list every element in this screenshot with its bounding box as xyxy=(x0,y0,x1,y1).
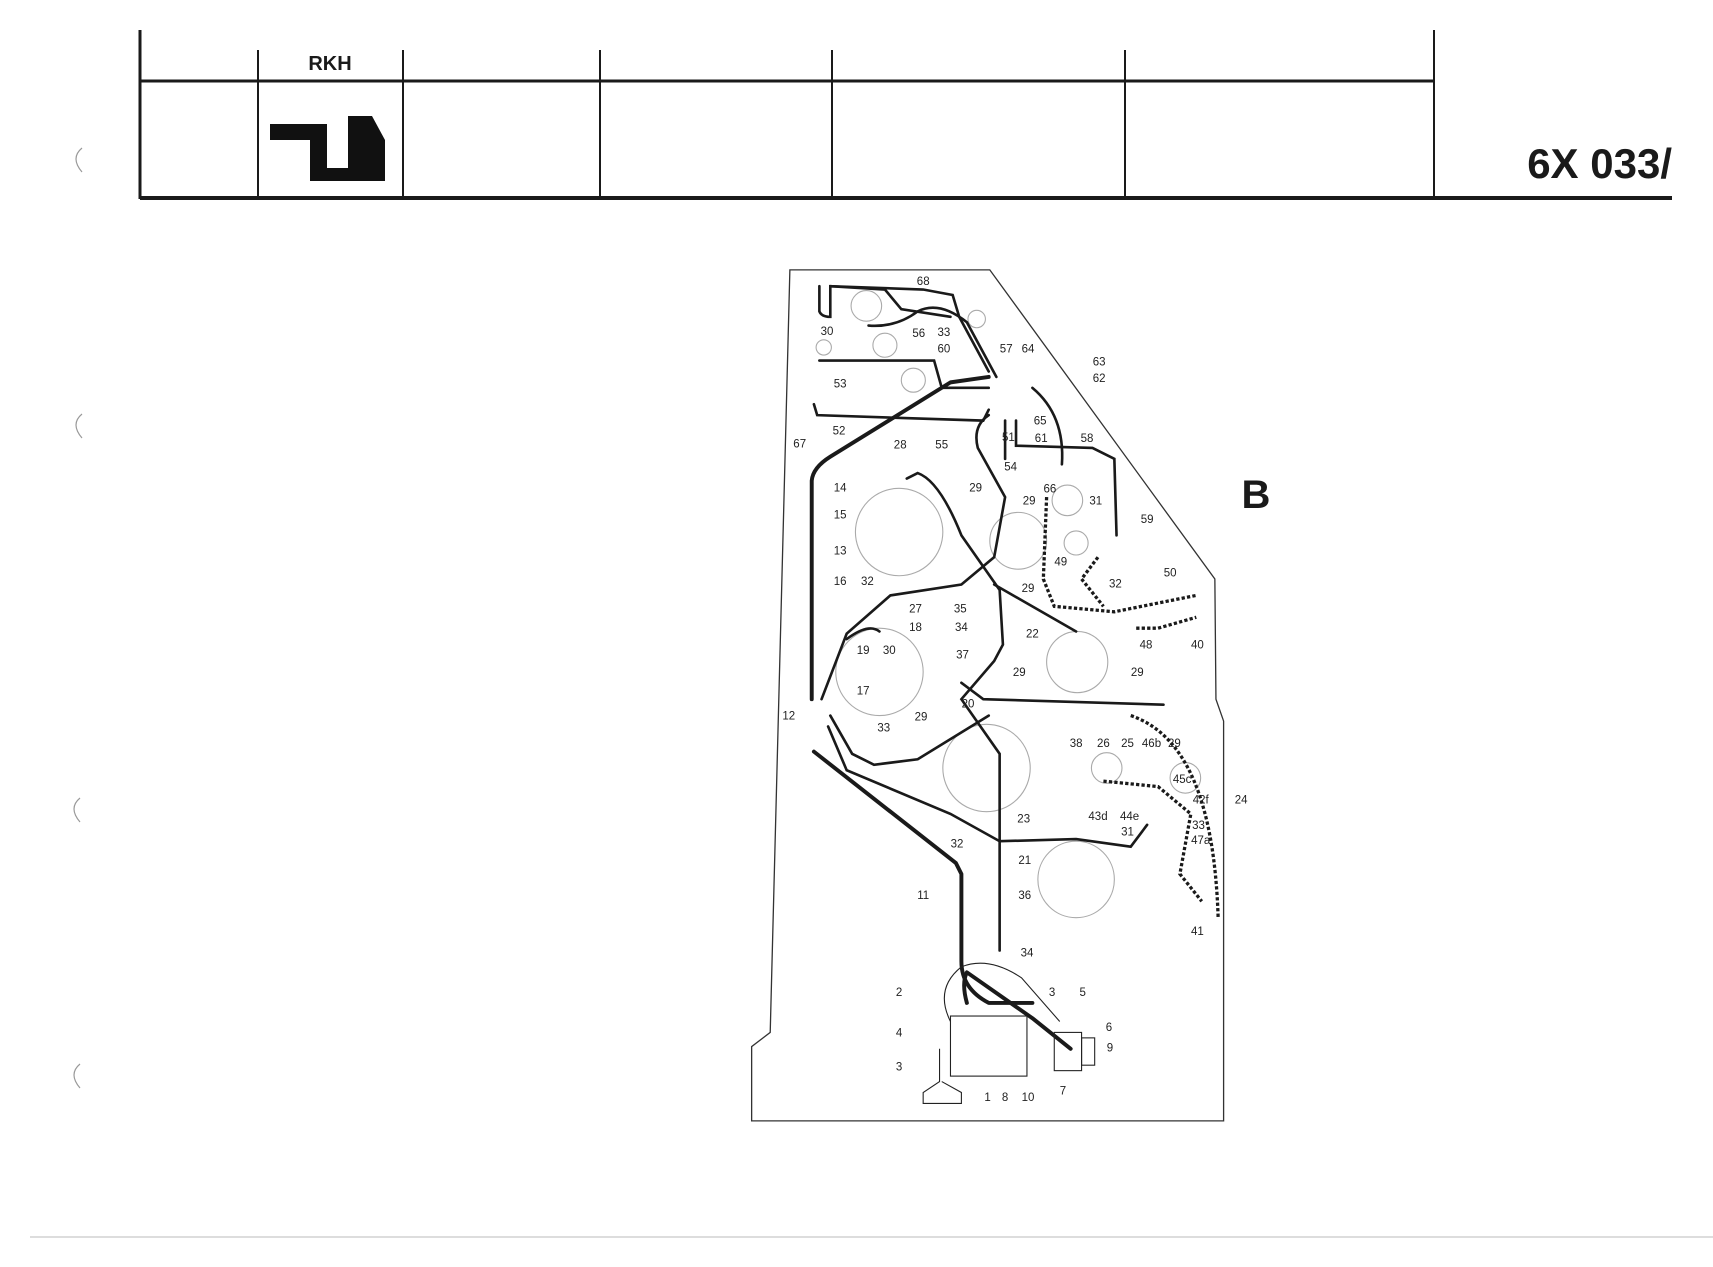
part-label: 47a xyxy=(1191,835,1211,847)
part-label: 51 xyxy=(1002,432,1015,444)
part-label: 37 xyxy=(956,649,969,661)
part-label: 65 xyxy=(1034,416,1047,428)
part-label: 14 xyxy=(834,482,847,494)
part-label: 15 xyxy=(834,510,847,522)
revision-code: RKH xyxy=(308,53,351,75)
part-label: 54 xyxy=(1004,462,1017,474)
part-label: 60 xyxy=(938,344,951,356)
part-label: 40 xyxy=(1191,640,1204,652)
part-label: 64 xyxy=(1022,344,1035,356)
part-label: 24 xyxy=(1235,795,1248,807)
drawing-number: 6X 033/ xyxy=(1527,140,1672,187)
part-label: 29 xyxy=(1023,495,1036,507)
part-label: 68 xyxy=(917,276,930,288)
part-label: 29 xyxy=(915,712,928,724)
part-label: 29 xyxy=(1168,738,1181,750)
part-label: 66 xyxy=(1044,483,1057,495)
part-label: 34 xyxy=(1021,948,1034,960)
hoses xyxy=(809,284,1220,1051)
part-label: 33 xyxy=(938,327,951,339)
part-label: 35 xyxy=(954,604,967,616)
part-label: 23 xyxy=(1017,813,1030,825)
part-label: 55 xyxy=(935,440,948,452)
part-label: 33 xyxy=(877,723,890,735)
part-label: 49 xyxy=(1054,557,1067,569)
part-label: 43d xyxy=(1088,811,1107,823)
part-label: 3 xyxy=(896,1061,902,1073)
part-label: 12 xyxy=(782,711,795,723)
part-label: 48 xyxy=(1140,640,1153,652)
part-label: 41 xyxy=(1191,926,1204,938)
part-label: 44e xyxy=(1120,811,1139,823)
view-label: B xyxy=(1242,473,1271,517)
part-label: 20 xyxy=(962,699,975,711)
pump-unit xyxy=(922,962,1096,1104)
component-circles xyxy=(815,290,1202,919)
part-label: 11 xyxy=(917,890,929,902)
part-label: 5 xyxy=(1079,987,1085,999)
part-label: 32 xyxy=(1109,578,1122,590)
part-label: 67 xyxy=(793,439,806,451)
part-label: 1 xyxy=(984,1092,990,1104)
part-label: 25 xyxy=(1121,738,1134,750)
part-label: 59 xyxy=(1141,514,1154,526)
title-block xyxy=(138,30,1672,200)
part-label: 45c xyxy=(1173,774,1192,786)
part-label: 46b xyxy=(1142,738,1161,750)
part-label: 2 xyxy=(896,987,902,999)
part-label: 9 xyxy=(1107,1043,1113,1055)
part-label: 18 xyxy=(909,622,922,634)
part-label: 30 xyxy=(821,326,834,338)
part-label: 30 xyxy=(883,645,896,657)
part-label: 57 xyxy=(1000,344,1013,356)
punch-marks xyxy=(73,147,83,1089)
part-label: 32 xyxy=(951,838,964,850)
part-label: 3 xyxy=(1049,987,1055,999)
part-label: 29 xyxy=(1013,667,1026,679)
part-label: 32 xyxy=(861,576,874,588)
company-logo xyxy=(270,116,385,181)
part-label: 6 xyxy=(1106,1022,1112,1034)
part-label: 8 xyxy=(1002,1092,1008,1104)
part-label: 10 xyxy=(1022,1092,1035,1104)
part-label: 52 xyxy=(833,425,846,437)
part-label: 7 xyxy=(1060,1085,1066,1097)
part-label: 63 xyxy=(1093,357,1106,369)
panel-outline xyxy=(750,269,1225,1122)
part-label: 31 xyxy=(1121,826,1134,838)
part-label: 4 xyxy=(896,1027,903,1039)
part-label: 29 xyxy=(1131,667,1144,679)
part-label: 50 xyxy=(1164,568,1177,580)
part-label: 29 xyxy=(1022,583,1035,595)
part-label: 42f xyxy=(1193,795,1210,807)
part-label: 22 xyxy=(1026,629,1039,641)
part-label: 56 xyxy=(912,328,925,340)
part-label: 34 xyxy=(955,622,968,634)
part-label: 53 xyxy=(834,379,847,391)
part-label: 16 xyxy=(834,576,847,588)
part-label: 31 xyxy=(1089,495,1102,507)
part-label: 38 xyxy=(1070,738,1083,750)
part-label: 28 xyxy=(894,440,907,452)
part-label: 19 xyxy=(857,645,870,657)
part-label: 62 xyxy=(1093,373,1106,385)
part-label: 58 xyxy=(1081,433,1094,445)
part-label: 17 xyxy=(857,686,870,698)
part-label: 27 xyxy=(909,604,922,616)
part-label: 13 xyxy=(834,546,847,558)
part-label: 21 xyxy=(1018,855,1031,867)
part-label: 33 xyxy=(1192,820,1205,832)
hose-routing-diagram xyxy=(750,269,1225,1122)
part-label: 26 xyxy=(1097,738,1110,750)
part-label: 61 xyxy=(1035,433,1048,445)
part-label: 29 xyxy=(969,482,982,494)
part-label: 36 xyxy=(1018,890,1031,902)
